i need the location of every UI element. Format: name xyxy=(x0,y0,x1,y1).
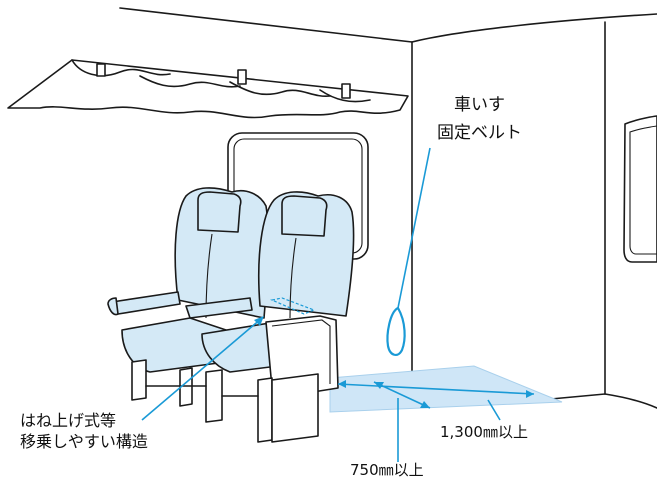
seat-pair xyxy=(107,187,355,443)
folded-armrest xyxy=(270,297,316,315)
belt-label-line2: 固定ベルト xyxy=(437,123,522,143)
belt-label-line1: 車いす xyxy=(454,95,505,115)
car-wall xyxy=(411,13,657,409)
seat-leader-arrow xyxy=(254,316,264,326)
seat-label-line1: はね上げ式等 xyxy=(20,411,116,430)
seat-leader xyxy=(141,317,263,421)
width-arrow xyxy=(373,381,431,409)
leader-lines xyxy=(141,316,501,462)
depth-dimension-label: 1,300㎜以上 xyxy=(440,423,528,441)
window-right xyxy=(623,115,657,263)
seat-label-line2: 移乗しやすい構造 xyxy=(20,432,148,451)
ceiling-line xyxy=(119,7,413,43)
luggage-rack xyxy=(7,59,409,119)
dimension-arrows xyxy=(337,380,535,409)
width-dimension-label: 750㎜以上 xyxy=(350,461,424,479)
depth-leader xyxy=(487,399,501,421)
depth-arrow xyxy=(337,380,535,398)
wheelchair-fixing-belt xyxy=(386,147,431,356)
